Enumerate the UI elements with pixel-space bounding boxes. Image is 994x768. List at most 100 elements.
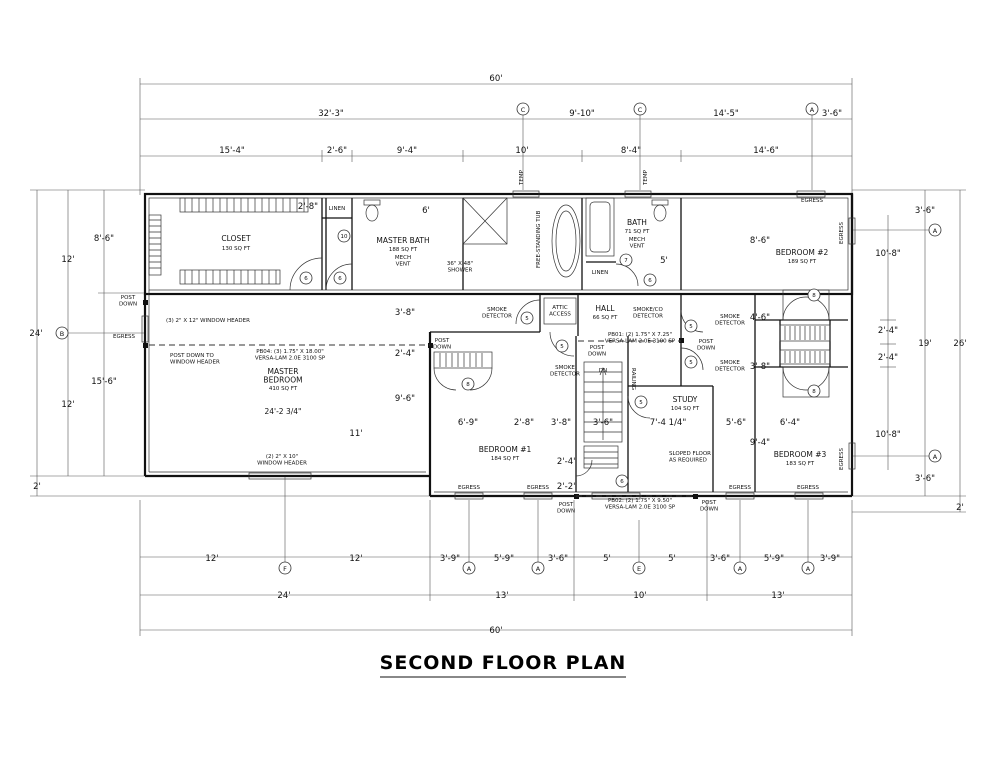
- dim-right-top: 3'-6": [915, 206, 935, 216]
- right-dimension-lines: [852, 189, 966, 513]
- bath-fixtures: [363, 197, 669, 278]
- dim-bottom-row1: 5'-9": [494, 554, 514, 564]
- dim-top-mid: 9'-10": [569, 109, 595, 119]
- grid-bubble-label: A: [467, 565, 472, 573]
- grid-bubble-label: A: [810, 106, 815, 114]
- dim-bottom-overall: 60': [489, 626, 502, 636]
- grid-bubble: [531, 561, 545, 575]
- tag-label: 5: [560, 344, 564, 350]
- dim-bottom-row1: 5'-9": [764, 554, 784, 564]
- railing-label: RAILING: [630, 368, 636, 390]
- inner-dim: 6'-9": [458, 418, 478, 428]
- left-dimension-lines: [30, 189, 430, 497]
- room-study-area: 104 SQ FT: [671, 406, 700, 412]
- grid-bubble-label: A: [738, 565, 743, 573]
- room-master-bedroom-area: 410 SQ FT: [269, 386, 298, 392]
- tag-circles: [299, 229, 821, 488]
- grid-bubble: [805, 102, 819, 116]
- grid-bubble-label: C: [638, 106, 643, 114]
- inner-dim: 7'-4 1/4": [650, 418, 687, 428]
- room-bath-name: BATH: [627, 218, 647, 227]
- egress-label: EGRESS: [839, 221, 845, 244]
- temp-label: TEMP: [643, 169, 649, 186]
- dim-bottom-row2: 24': [277, 591, 290, 601]
- grid-bubble: [55, 326, 69, 340]
- dim-right-segment: 10'-8": [875, 430, 901, 440]
- inner-dim: 2'-8": [514, 418, 534, 428]
- tag-label: 6: [648, 278, 652, 284]
- room-bedroom3-name: BEDROOM #3: [774, 450, 827, 459]
- dim-top-detail: 2'-6": [327, 146, 347, 156]
- grid-bubble: [801, 561, 815, 575]
- dim-top-mid: 3'-6": [822, 109, 842, 119]
- dim-right-overall: 26': [953, 339, 966, 349]
- tub-label: FREE-STANDING TUB: [536, 210, 542, 268]
- grid-bubble: [516, 102, 530, 116]
- temp-label: TEMP: [519, 169, 525, 186]
- room-hall-name: HALL: [595, 304, 615, 313]
- tag-label: 10: [341, 234, 348, 240]
- dim-bottom-row1: 5': [668, 554, 676, 564]
- room-bedroom1-area: 184 SQ FT: [491, 456, 520, 462]
- window-header-label: (3) 2" X 12" WINDOW HEADER: [166, 318, 250, 324]
- dim-bottom-row2: 13': [771, 591, 784, 601]
- tag-label: 6: [304, 276, 308, 282]
- room-closet-area: 130 SQ FT: [222, 246, 251, 252]
- inner-dim: 2'-8": [298, 202, 318, 212]
- tag-label: 5: [689, 360, 693, 366]
- grid-bubble: [462, 561, 476, 575]
- dim-left-lower-inner: 15'-6": [91, 377, 117, 387]
- dim-left-overall: 24': [29, 329, 42, 339]
- tag-label: 8: [466, 382, 470, 388]
- beam-pb01-label: PB01: (2) 1.75" X 7.25"VERSA-LAM 2.0E 31…: [605, 332, 676, 344]
- closet-shelving: [148, 197, 309, 285]
- grid-bubble: [928, 223, 942, 237]
- tag-label: 5: [689, 324, 693, 330]
- inner-dim: 24'-2 3/4": [265, 407, 302, 416]
- inner-dim: 2'-4": [557, 457, 577, 467]
- dim-top-detail: 8'-4": [621, 146, 641, 156]
- tag-label: 8: [812, 293, 816, 299]
- dim-bottom-row1: 3'-6": [548, 554, 568, 564]
- room-bedroom2-area: 189 SQ FT: [788, 259, 817, 265]
- inner-dim: 9'-6": [395, 394, 415, 404]
- grid-bubble-label: A: [933, 453, 938, 461]
- bottom-dimension-lines: [139, 476, 853, 636]
- room-bedroom1-name: BEDROOM #1: [479, 445, 532, 454]
- dim-right-segment: 2'-4": [878, 353, 898, 363]
- inner-dim: 3'-8": [395, 308, 415, 318]
- dim-right-end: 2': [956, 503, 964, 513]
- dim-bottom-row1: 12': [205, 554, 218, 564]
- post-markers: [143, 300, 698, 499]
- grid-bubble-label: C: [521, 106, 526, 114]
- inner-dim: 2'-2": [557, 482, 577, 492]
- inner-dim: 5'-6": [726, 418, 746, 428]
- inner-dim: 4'-6": [750, 313, 770, 323]
- room-bedroom3-area: 183 SQ FT: [786, 461, 815, 467]
- room-bedroom2-name: BEDROOM #2: [776, 248, 829, 257]
- grid-bubble: [633, 102, 647, 116]
- room-closet-name: CLOSET: [221, 234, 251, 243]
- dim-left-lower: 12': [61, 400, 74, 410]
- inner-dim: 8'-6": [750, 236, 770, 246]
- egress-label: EGRESS: [797, 485, 820, 491]
- dim-bottom-row2: 13': [495, 591, 508, 601]
- dim-bottom-row1: 3'-9": [440, 554, 460, 564]
- dim-left-upper: 12': [61, 255, 74, 265]
- dim-top-detail: 9'-4": [397, 146, 417, 156]
- dim-right-main: 19': [918, 339, 931, 349]
- dim-right-segment: 2'-4": [878, 326, 898, 336]
- dim-top-mid: 32'-3": [318, 109, 344, 119]
